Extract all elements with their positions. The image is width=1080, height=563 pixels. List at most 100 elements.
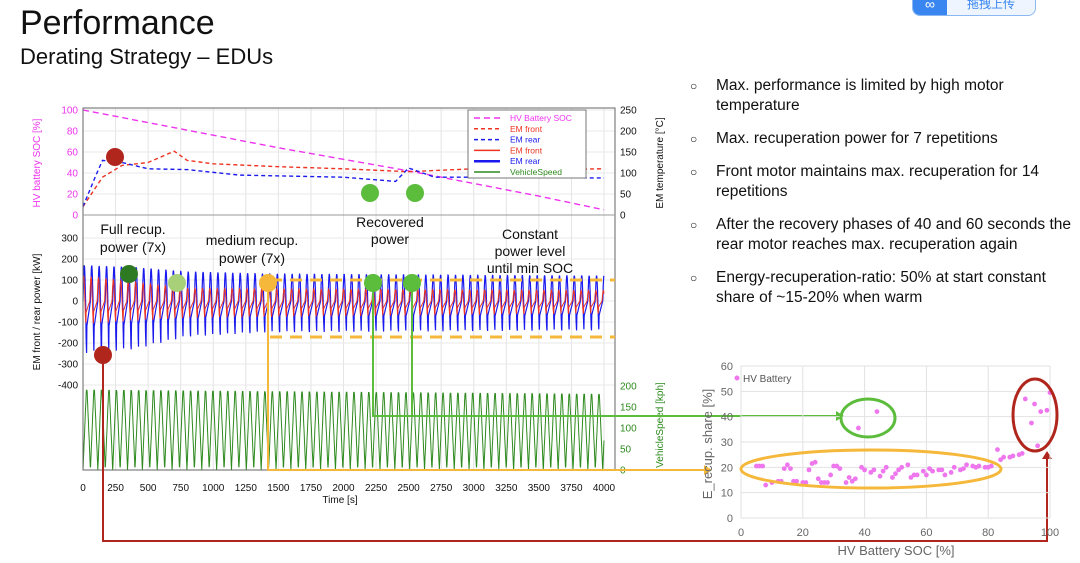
scatter-point — [880, 468, 886, 474]
x-tick-label: 3500 — [528, 483, 551, 494]
bullet-item: Max. recuperation power for 7 repetition… — [690, 129, 1075, 149]
scatter-point — [1001, 454, 1007, 460]
legend-entry: EM front — [510, 124, 543, 134]
temp-axis-label: EM temperature [°C] — [655, 117, 666, 208]
annotation-full-recup-2: power (7x) — [100, 239, 166, 255]
power-tick-label: 300 — [61, 234, 78, 245]
green-connector-arrow — [372, 283, 838, 417]
speed-tick-label: 200 — [620, 382, 637, 393]
x-tick-label: 500 — [140, 483, 157, 494]
scatter-point — [976, 463, 982, 469]
scatter-point — [883, 464, 889, 470]
speed-tick-label: 100 — [620, 424, 637, 435]
annotation-constant: Constant — [502, 226, 558, 242]
x-tick-label: 0 — [80, 483, 86, 494]
scatter-legend: HV Battery — [743, 374, 791, 385]
scatter-point — [763, 482, 769, 488]
scatter-x-tick: 40 — [858, 527, 870, 539]
scatter-y-tick: 20 — [721, 462, 733, 474]
bullet-item: Energy-recuperation-ratio: 50% at start … — [690, 268, 1075, 308]
x-tick-label: 2000 — [332, 483, 355, 494]
scatter-y-tick: 30 — [721, 437, 733, 449]
em-front-power-line — [82, 275, 605, 324]
scatter-point — [852, 476, 858, 482]
scatter-point — [862, 467, 867, 473]
scatter-point — [1019, 451, 1025, 456]
red-highlight-ellipse — [1011, 377, 1059, 453]
legend-entry: VehicleSpeed — [510, 167, 562, 177]
temp-tick-label: 0 — [620, 211, 626, 222]
scatter-point — [899, 464, 905, 470]
power-tick-label: 100 — [61, 276, 78, 287]
yellow-highlight-ellipse — [739, 448, 1003, 490]
upload-button[interactable]: ∞拖拽上传 — [912, 0, 1036, 16]
x-axis-label: Time [s] — [322, 495, 357, 506]
page-title: Performance — [20, 4, 215, 42]
temp-tick-label: 50 — [620, 190, 632, 201]
legend-entry: HV Battery SOC — [510, 113, 572, 123]
x-tick-label: 3750 — [560, 483, 583, 494]
power-tick-label: -300 — [58, 360, 78, 371]
annotation-recovered-2: power — [371, 231, 409, 247]
soc-tick-label: 60 — [67, 148, 79, 159]
soc-tick-label: 80 — [67, 127, 79, 138]
temp-tick-label: 150 — [620, 148, 637, 159]
scatter-point — [803, 480, 809, 485]
marker-circle-darkgreen — [120, 265, 138, 283]
power-axis-label: EM front / rear power [kW] — [32, 253, 43, 370]
scatter-point — [924, 472, 929, 478]
scatter-point — [877, 473, 883, 479]
scatter-point — [828, 472, 834, 478]
vehiclespeed-line — [82, 389, 605, 471]
marker-circle-green — [361, 184, 379, 202]
scatter-point — [1038, 409, 1044, 414]
speed-tick-label: 50 — [620, 445, 632, 456]
soc-axis-label: HV battery SOC [%] — [32, 118, 43, 207]
x-tick-label: 250 — [107, 483, 124, 494]
scatter-x-tick: 20 — [797, 527, 809, 539]
temp-tick-label: 250 — [620, 106, 637, 117]
scatter-point — [871, 467, 877, 473]
scatter-point — [1022, 396, 1028, 402]
scatter-point — [920, 468, 926, 474]
soc-tick-label: 20 — [67, 190, 79, 201]
scatter-point — [948, 470, 954, 475]
scatter-point — [893, 471, 898, 477]
scatter-y-tick: 60 — [721, 361, 733, 373]
scatter-point — [815, 476, 821, 482]
x-tick-label: 1250 — [235, 483, 258, 494]
x-tick-label: 2500 — [398, 483, 421, 494]
marker-circle-green — [406, 184, 424, 202]
scatter-point — [825, 480, 830, 485]
scatter-point — [812, 459, 818, 465]
green-highlight-ellipse — [839, 397, 897, 439]
temp-tick-label: 100 — [620, 169, 637, 180]
bullet-item: Max. performance is limited by high moto… — [690, 76, 1075, 116]
soc-tick-label: 0 — [72, 211, 78, 222]
x-tick-label: 3250 — [495, 483, 518, 494]
scatter-point — [1029, 420, 1034, 426]
temp-tick-label: 200 — [620, 127, 637, 138]
annotation-medium-recup-2: power (7x) — [219, 250, 285, 266]
marker-circle-darkred — [94, 346, 112, 364]
scatter-point — [1044, 407, 1050, 413]
annotation-constant-2: power level — [495, 243, 566, 259]
scatter-point — [905, 462, 911, 468]
infinity-icon: ∞ — [913, 0, 947, 15]
yellow-connector-arrow — [267, 283, 708, 471]
scatter-x-tick: 60 — [920, 527, 932, 539]
marker-circle-yellow — [259, 274, 277, 292]
scatter-point — [939, 467, 945, 473]
scatter-y-tick: 40 — [721, 412, 733, 424]
x-tick-label: 1750 — [300, 483, 323, 494]
scatter-x-tick: 0 — [738, 527, 744, 539]
scatter-point — [856, 425, 861, 431]
x-tick-label: 1000 — [202, 483, 225, 494]
scatter-point — [914, 472, 920, 478]
annotation-constant-3: until min SOC — [487, 260, 573, 276]
annotation-full-recup: Full recup. — [100, 221, 165, 237]
scatter-point — [788, 466, 793, 471]
scatter-point — [806, 467, 812, 473]
